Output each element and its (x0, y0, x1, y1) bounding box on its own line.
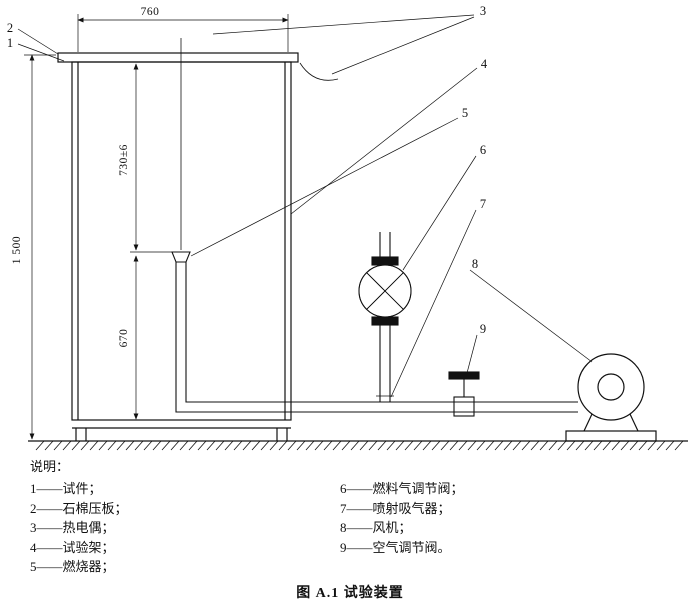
burner-and-pipe (171, 251, 578, 413)
callout-9: 9 (480, 322, 486, 336)
legend-item-7: 7——喷射吸气器； (340, 500, 451, 516)
legend-item-4: 4——试验架； (30, 539, 115, 555)
dim-width-760: 760 (141, 6, 160, 18)
leader-lines (17, 14, 593, 398)
callout-3: 3 (480, 4, 486, 18)
callout-1: 1 (7, 36, 13, 50)
legend-item-2: 2——石棉压板； (30, 500, 128, 516)
legend-item-6: 6——燃料气调节阀； (340, 481, 464, 496)
asbestos-plate-lid (57, 52, 299, 63)
figure-caption: 图 A.1 试验装置 (296, 586, 404, 601)
thermocouple (180, 38, 339, 250)
legend-item-1: 1——试件； (30, 481, 102, 496)
apparatus-diagram: 2 1 3 4 5 6 7 8 9 760 1 500 730±6 670 (7, 4, 688, 451)
ground-line (28, 440, 688, 451)
fan (565, 353, 657, 442)
thermocouple-hook (299, 62, 339, 81)
legend-item-5: 5——燃烧器； (30, 559, 115, 574)
fuel-gas-line (358, 232, 412, 402)
test-chamber (57, 52, 299, 441)
air-valve (448, 371, 480, 417)
fan-base (565, 430, 657, 442)
legend-item-9: 9——空气调节阀。 (340, 539, 451, 555)
valve-handle (448, 371, 480, 380)
dim-height-1500: 1 500 (11, 236, 23, 264)
valve-flange-bottom (371, 316, 399, 326)
valve-flange-top (371, 256, 399, 266)
burner-nozzle (171, 251, 191, 263)
callout-7: 7 (480, 197, 486, 211)
dimension-labels: 760 1 500 730±6 670 (11, 6, 159, 347)
legend-item-8: 8——风机； (340, 520, 412, 535)
callout-5: 5 (462, 106, 468, 120)
callout-4: 4 (481, 57, 488, 71)
callout-2: 2 (7, 21, 13, 35)
legend-right-column: 6——燃料气调节阀； 7——喷射吸气器； 8——风机； 9——空气调节阀。 (340, 478, 464, 556)
callout-numbers: 2 1 3 4 5 6 7 8 9 (7, 4, 488, 336)
dim-670: 670 (118, 329, 130, 348)
legend-item-3: 3——热电偶； (30, 520, 115, 535)
callout-8: 8 (472, 257, 478, 271)
dimension-lines (24, 14, 289, 440)
legend-title: 说明： (30, 459, 70, 474)
dim-730: 730±6 (118, 144, 130, 176)
legend-left-column: 1——试件； 2——石棉压板； 3——热电偶； 4——试验架； 5——燃烧器； (30, 478, 128, 576)
callout-6: 6 (480, 143, 486, 157)
